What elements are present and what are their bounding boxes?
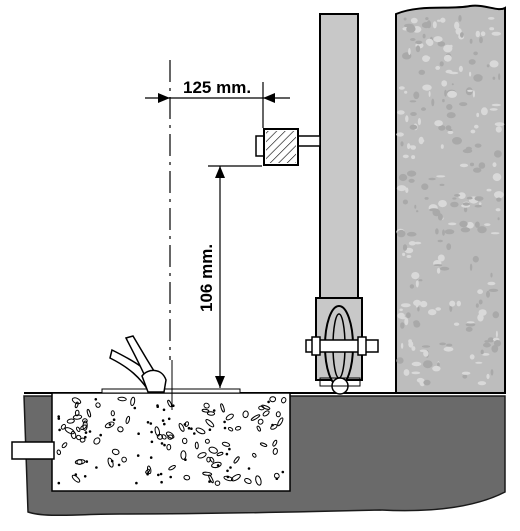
gate-post xyxy=(319,13,359,307)
gate-wheel-icon xyxy=(305,297,379,395)
stopper-block-icon xyxy=(255,128,321,166)
concrete-block xyxy=(51,392,291,492)
concrete-aggregate xyxy=(56,396,287,486)
vertical-dimension-label: 106 mm. xyxy=(197,244,216,312)
wall xyxy=(395,4,506,394)
wall-texture xyxy=(396,15,505,387)
vertical-dimension: 106 mm. xyxy=(197,165,262,388)
conduit-pipe xyxy=(11,441,55,460)
base-plate xyxy=(101,388,241,394)
electric-cable-icon xyxy=(109,335,173,410)
horizontal-dimension: 125 mm. xyxy=(145,78,290,128)
horizontal-dimension-label: 125 mm. xyxy=(183,78,251,97)
